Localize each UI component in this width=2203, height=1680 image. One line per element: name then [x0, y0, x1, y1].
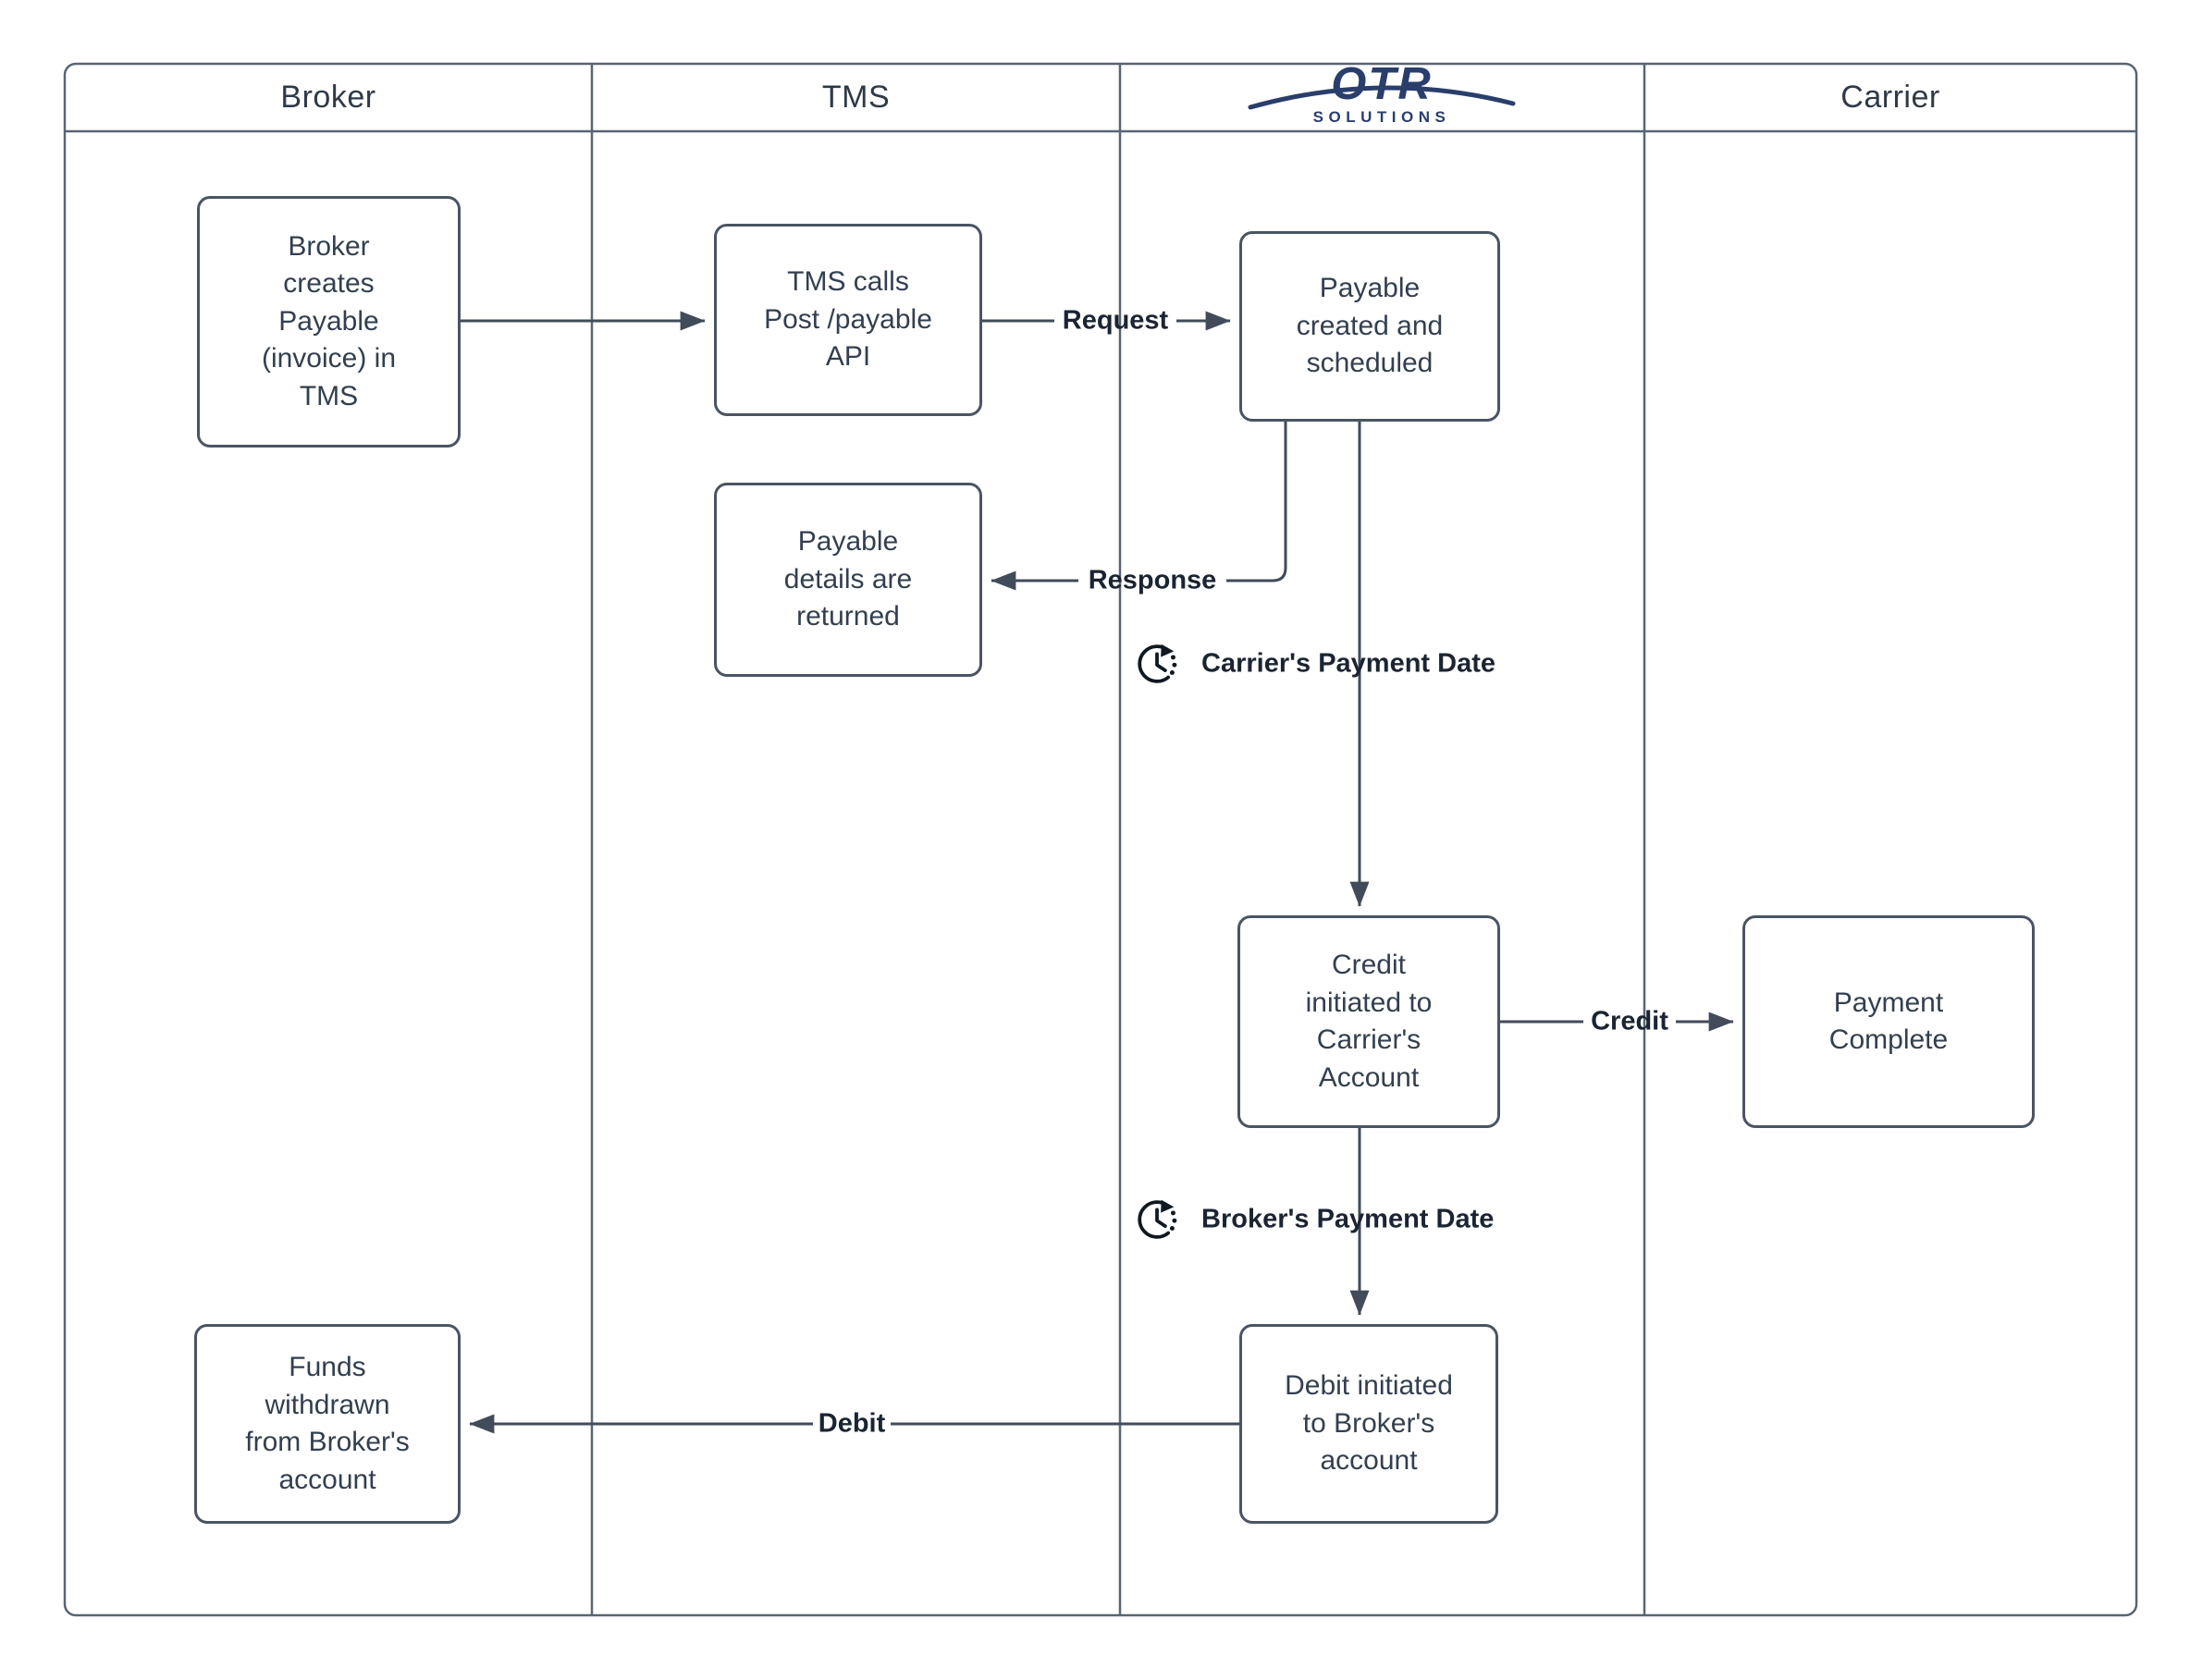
- response-arrow-segment-right: [1226, 422, 1287, 582]
- lane-header-carrier: Carrier: [1644, 64, 2136, 131]
- otr-logo-text: OTR: [1331, 59, 1433, 109]
- response-edge-label: Response: [1088, 565, 1217, 595]
- box-payable-created-scheduled: Payable created and scheduled: [1239, 231, 1500, 422]
- otr-logo-subtext: SOLUTIONS: [1312, 108, 1451, 126]
- carriers-payment-date-label: Carrier's Payment Date: [1201, 648, 1495, 679]
- request-edge-label: Request: [1062, 305, 1169, 336]
- diagram-frame: [63, 62, 2138, 1617]
- lane-header-otr-solutions: OTR SOLUTIONS: [1248, 59, 1516, 131]
- box-broker-creates-payable: Broker creates Payable (invoice) in TMS: [197, 196, 461, 448]
- box-credit-initiated: Credit initiated to Carrier's Account: [1237, 915, 1500, 1128]
- debit-edge-label: Debit: [818, 1408, 886, 1439]
- box-payable-details-returned: Payable details are returned: [714, 483, 982, 677]
- box-debit-initiated: Debit initiated to Broker's account: [1239, 1324, 1498, 1524]
- lane-header-tms-label: TMS: [821, 80, 891, 115]
- lane-header-carrier-label: Carrier: [1840, 80, 1940, 115]
- box-payment-complete: Payment Complete: [1742, 915, 2035, 1128]
- credit-edge-label: Credit: [1591, 1006, 1668, 1036]
- box-tms-calls-post-payable-api: TMS calls Post /payable API: [714, 224, 982, 416]
- lane-header-broker: Broker: [65, 64, 592, 131]
- lane-header-broker-label: Broker: [280, 80, 376, 115]
- lane-header-tms: TMS: [592, 64, 1120, 131]
- clock-rotate-icon: [1138, 1197, 1179, 1239]
- clock-rotate-icon: [1138, 642, 1179, 683]
- box-funds-withdrawn: Funds withdrawn from Broker's account: [194, 1324, 461, 1524]
- brokers-payment-date-label: Broker's Payment Date: [1201, 1204, 1495, 1234]
